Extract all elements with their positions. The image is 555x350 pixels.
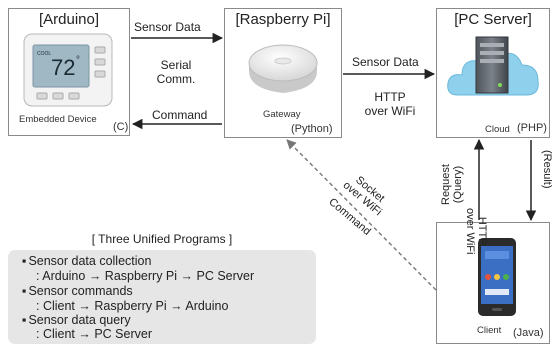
arrow-client-to-pi-dashed xyxy=(286,139,437,291)
label-request: Request xyxy=(440,164,452,205)
arduino-lang: (C) xyxy=(113,121,129,133)
summary-item-commands: Sensor commands xyxy=(22,284,132,298)
label-serial-comm: Serial Comm. xyxy=(146,58,206,86)
client-lang: (Java) xyxy=(513,327,544,339)
thermostat-icon: 72 ° COOL xyxy=(23,33,113,107)
label-sensor-data-1: Sensor Data xyxy=(134,20,201,34)
server-lang: (PHP) xyxy=(517,122,547,134)
server-title: [PC Server] xyxy=(454,11,532,28)
server-node: [PC Server] Cloud (PHP) xyxy=(436,8,550,138)
thermostat-unit: ° xyxy=(76,55,80,66)
client-caption: Client xyxy=(477,325,502,336)
raspberry-node: [Raspberry Pi] Gateway (Python) xyxy=(224,8,342,138)
summary-panel: Sensor data collection : Arduino → Raspb… xyxy=(8,250,316,344)
label-http-1: HTTP xyxy=(374,90,406,104)
arduino-node: [Arduino] 72 ° COOL Embedded Device (C) xyxy=(8,8,130,136)
label-http-2: HTTP xyxy=(476,216,488,246)
raspberry-title: [Raspberry Pi] xyxy=(235,11,331,28)
label-over-wifi-1: over WiFi xyxy=(364,104,416,118)
label-comm: Comm. xyxy=(156,72,196,86)
cloud-server-icon xyxy=(447,36,539,96)
label-over-wifi-2: over WiFi xyxy=(464,208,476,255)
label-sensor-data-2: Sensor Data xyxy=(352,55,419,69)
raspberry-caption: Gateway xyxy=(263,109,301,120)
label-result: (Result) xyxy=(541,150,553,189)
client-node: Client (Java) xyxy=(436,222,550,344)
arduino-title: [Arduino] xyxy=(38,11,100,28)
summary-detail-query: : Client → PC Server xyxy=(36,327,153,341)
summary-detail-collection: : Arduino → Raspberry Pi → PC Server xyxy=(36,269,255,283)
thermostat-mode: COOL xyxy=(37,51,51,57)
summary-item-collection: Sensor data collection xyxy=(22,254,151,268)
raspberry-lang: (Python) xyxy=(291,123,333,135)
smartphone-icon xyxy=(478,238,516,316)
summary-title: [ Three Unified Programs ] xyxy=(91,232,233,246)
label-command-1: Command xyxy=(152,108,208,122)
label-http-wifi-2: HTTP over WiFi xyxy=(464,208,488,254)
gateway-hub-icon xyxy=(248,44,318,93)
label-request-query: Request (Query) xyxy=(440,164,464,205)
thermostat-temp: 72 xyxy=(51,55,75,80)
label-http-wifi-1: HTTP over WiFi xyxy=(355,90,425,118)
server-caption: Cloud xyxy=(485,124,510,135)
label-serial: Serial xyxy=(160,58,192,72)
summary-item-query: Sensor data query xyxy=(22,313,130,327)
arduino-caption: Embedded Device xyxy=(19,114,97,125)
summary-detail-commands: : Client → Raspberry Pi → Arduino xyxy=(36,299,229,313)
label-query: (Query) xyxy=(452,165,464,204)
